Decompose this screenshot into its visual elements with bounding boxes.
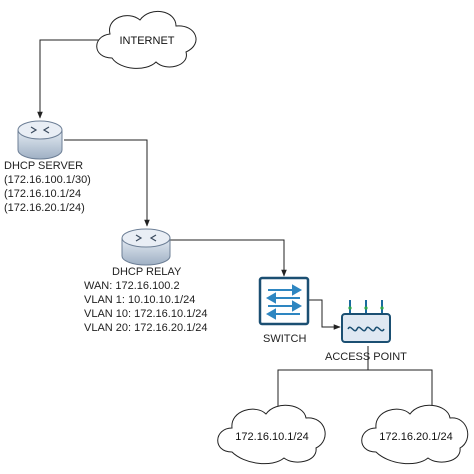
dhcp-server-label: DHCP SERVER	[4, 160, 84, 172]
switch-label: SWITCH	[263, 333, 307, 345]
access-point-device	[341, 300, 391, 343]
client-right-label: 172.16.20.1/24	[379, 431, 452, 443]
dhcp-relay-line-3: VLAN 10: 172.16.10.1/24	[84, 308, 208, 320]
internet-label: INTERNET	[120, 35, 175, 47]
client-cloud-right: 172.16.20.1/24	[361, 404, 469, 465]
dhcp-server-line-1: (172.16.100.1/30)	[4, 174, 91, 186]
cloud-icon	[217, 404, 326, 465]
dhcp-relay-router	[121, 228, 171, 266]
link-switch-to-access-point	[308, 299, 341, 330]
internet-cloud: INTERNET	[96, 11, 197, 69]
link-dhcp-server-to-relay	[64, 139, 150, 227]
link-access-point-to-left-client	[275, 346, 369, 415]
dhcp-server-line-3: (172.16.20.1/24)	[4, 202, 85, 214]
client-left-label: 172.16.10.1/24	[235, 431, 308, 443]
connectors	[37, 39, 435, 415]
dhcp-relay-line-1: WAN: 172.16.100.2	[84, 280, 180, 292]
link-internet-to-dhcp-server	[37, 39, 102, 119]
access-point-label: ACCESS POINT	[325, 351, 407, 363]
switch-device	[258, 276, 310, 326]
dhcp-relay-line-2: VLAN 1: 10.10.10.1/24	[84, 294, 196, 306]
client-cloud-left: 172.16.10.1/24	[217, 404, 326, 465]
link-access-point-to-right-client	[368, 369, 435, 415]
link-relay-to-switch	[167, 239, 287, 277]
dhcp-relay-label: DHCP RELAY	[112, 266, 182, 278]
dhcp-server-router	[17, 120, 63, 160]
dhcp-server-line-2: (172.16.10.1/24	[4, 188, 82, 200]
cloud-icon	[96, 11, 197, 69]
cloud-icon	[361, 404, 469, 465]
switch-icon	[258, 276, 310, 326]
dhcp-relay-line-4: VLAN 20: 172.16.20.1/24	[84, 322, 208, 334]
